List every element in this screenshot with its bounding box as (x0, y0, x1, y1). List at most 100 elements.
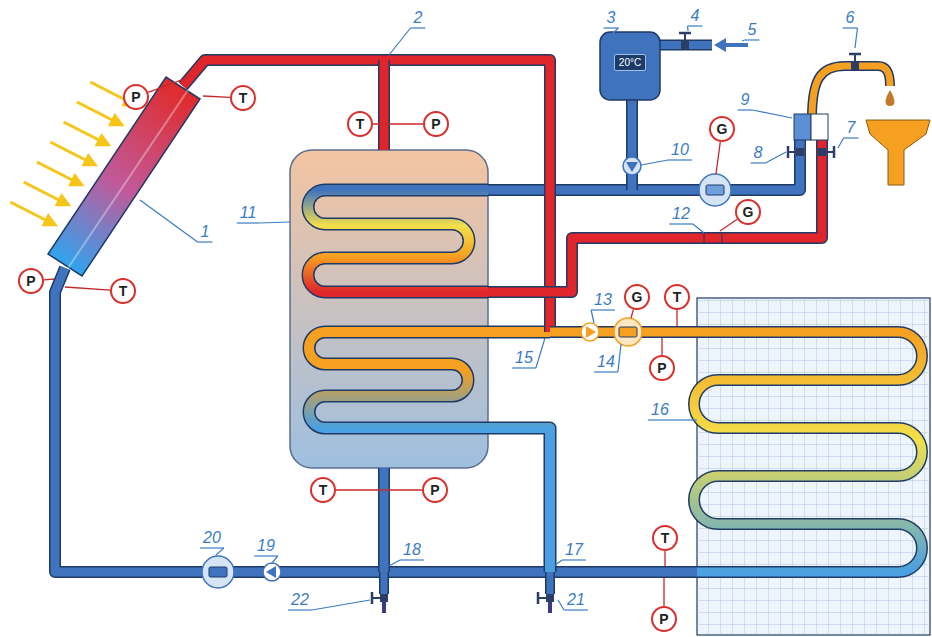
sensor-letter: G (743, 204, 754, 220)
callout-underline (200, 547, 224, 548)
sensor-circle: T (652, 525, 678, 551)
callout-underline (564, 609, 588, 610)
callout-number: 10 (671, 142, 689, 158)
sensor-leader (631, 310, 633, 319)
floor-grid (697, 298, 930, 635)
sensor-circle: G (735, 199, 761, 225)
callout-leader (687, 26, 689, 31)
sensor-link (336, 489, 422, 490)
callout-underline (237, 222, 260, 223)
faucet-hose (812, 66, 890, 118)
tank-drain-pipe (380, 468, 389, 572)
sensor-circle: P (18, 268, 44, 294)
drain-outlet (382, 602, 386, 613)
callout-underline (751, 162, 766, 163)
callout-leader (259, 222, 290, 223)
callout-underline (411, 27, 426, 28)
callout-underline (594, 371, 618, 372)
callout-underline (648, 419, 672, 420)
sensor-circle: T (230, 85, 256, 111)
sensor-leader (664, 551, 665, 566)
hot-water-coil-outline (308, 190, 488, 292)
callout-number: 18 (403, 542, 421, 558)
drain-stub-outline (379, 572, 389, 594)
callout-number: 19 (257, 538, 275, 554)
display-screen: 20°C (614, 54, 646, 71)
sensor-circle: T (347, 111, 373, 137)
callout-number: 12 (672, 206, 690, 222)
callout-underline (562, 559, 586, 560)
tank-feed-pipe-outline (378, 60, 390, 150)
sensor-leader (676, 310, 677, 326)
callout-leader (272, 556, 278, 563)
callout-number: 13 (594, 292, 612, 308)
hot-water-pipe-outline (488, 140, 822, 292)
sensor-letter: T (239, 90, 248, 106)
pump (623, 157, 641, 175)
sensor-circle: T (310, 477, 336, 503)
wash-basin (866, 120, 930, 185)
callout-underline (843, 27, 858, 28)
flow-meter-body (619, 327, 637, 337)
floor-feed-pipe-outline (550, 326, 697, 338)
callout-underline (400, 559, 424, 560)
pump-arrow (626, 162, 638, 172)
callout-number: 7 (847, 120, 856, 136)
cold-water-pipe (488, 140, 800, 190)
callout-leader (216, 548, 224, 555)
faucet-hose-outline (812, 66, 890, 118)
sensor-letter: G (632, 289, 643, 305)
sensor-letter: P (657, 360, 666, 376)
mixer-hot (811, 114, 828, 140)
flow-meter (614, 318, 642, 346)
callout-number: 8 (754, 145, 763, 161)
sensor-circle: G (709, 116, 735, 142)
drain-outlet (548, 602, 552, 613)
pump-arrow (586, 326, 596, 338)
drain-valve-stem (538, 597, 550, 599)
sensor-letter: T (319, 482, 328, 498)
callout-leader (641, 160, 668, 165)
drain-valve-handle (371, 592, 374, 604)
sensor-leader (716, 142, 720, 174)
callout-underline (198, 241, 213, 242)
hot-water-pipe (488, 140, 822, 292)
water-drop (886, 90, 895, 106)
callout-underline (688, 25, 703, 26)
sun-ray (50, 142, 95, 165)
sensor-leader (203, 96, 230, 97)
callout-leader (855, 28, 857, 48)
cold-valve-handle (787, 146, 790, 158)
sensor-letter: T (673, 289, 682, 305)
callout-number: 2 (414, 10, 423, 26)
drain-stub (381, 572, 388, 594)
callout-leader (389, 560, 400, 566)
sensor-letter: T (119, 283, 128, 299)
sensor-circle: T (110, 278, 136, 304)
callout-number: 9 (741, 92, 750, 108)
sun-ray (37, 162, 82, 185)
callout-leader (618, 344, 621, 372)
cold-valve-stem (788, 151, 800, 153)
illustration-group (10, 32, 930, 635)
sensor-leader (148, 76, 192, 92)
callout-leader (672, 419, 697, 420)
callout-leader (742, 40, 745, 41)
heating-coil (309, 332, 550, 572)
tap-valve-handle (849, 53, 861, 56)
floor-feed-pipe (550, 328, 697, 337)
callout-number: 6 (846, 10, 855, 26)
drain-stub-outline (545, 572, 555, 594)
callout-number: 16 (651, 402, 669, 418)
callout-leader (554, 560, 562, 566)
callout-leader (312, 600, 370, 610)
heating-coil-outline (309, 332, 550, 572)
hot-water-coil (308, 190, 488, 292)
boiler-pipe-outline (626, 100, 638, 190)
sensor-circle: P (422, 477, 448, 503)
callout-leader (140, 200, 198, 242)
return-pipe-outline (55, 268, 697, 572)
sun-ray (10, 202, 55, 225)
floor-coil (694, 332, 922, 572)
sensor-leader (663, 578, 664, 606)
